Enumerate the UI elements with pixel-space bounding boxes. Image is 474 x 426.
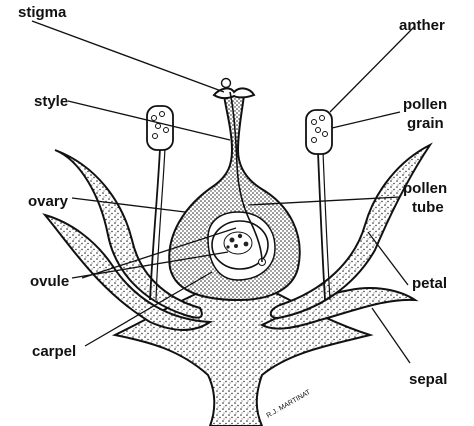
label-pollen-tube-line1: pollen xyxy=(403,180,447,197)
stigma-shape xyxy=(212,87,256,100)
embryo-sac xyxy=(223,231,253,255)
right-sepal xyxy=(259,287,419,330)
sepal-leader xyxy=(371,307,411,364)
ovule-leader xyxy=(71,251,229,279)
ovary-leader xyxy=(71,197,186,213)
anther-leader xyxy=(329,25,416,113)
label-pollen-tube-line2: tube xyxy=(412,199,444,216)
artist-signature: R.J. MARTINAT xyxy=(266,389,313,420)
label-petal: petal xyxy=(412,275,447,292)
pollen-grain-leader xyxy=(331,111,401,129)
right-filament xyxy=(317,151,326,301)
pollen-tube xyxy=(229,91,263,263)
label-pollen-grain-line1: pollen xyxy=(403,96,447,113)
left-sepal xyxy=(42,213,214,331)
pollen-on-stigma xyxy=(220,77,232,89)
label-anther: anther xyxy=(399,17,445,34)
left-filament xyxy=(149,147,161,301)
left-petal xyxy=(54,149,203,319)
pollen-tube-leader xyxy=(247,196,401,206)
style-leader xyxy=(67,100,231,141)
label-stigma: stigma xyxy=(18,4,67,21)
label-style: style xyxy=(34,93,68,110)
right-petal xyxy=(269,142,433,320)
petal-leader xyxy=(367,231,409,286)
label-ovary: ovary xyxy=(28,193,69,210)
label-sepal: sepal xyxy=(409,371,447,388)
stigma-leader xyxy=(31,20,225,93)
label-carpel: carpel xyxy=(32,343,76,360)
ovule-leader-2 xyxy=(81,227,237,279)
carpel-leader xyxy=(84,271,213,347)
label-pollen-grain-line2: grain xyxy=(407,115,444,132)
label-ovule: ovule xyxy=(30,273,69,290)
